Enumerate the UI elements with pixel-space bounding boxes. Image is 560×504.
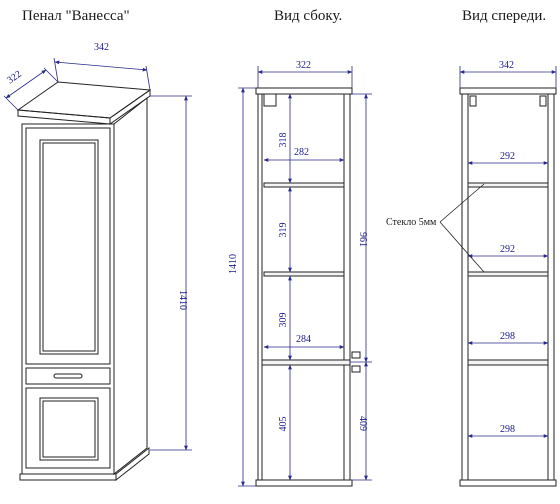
title-front-view: Вид спереди. [462, 8, 547, 24]
side-lower-label: 409 [357, 416, 368, 431]
side-width-label: 322 [296, 60, 311, 71]
side-hinge [263, 93, 277, 107]
glass-leader-2 [439, 221, 485, 273]
front-view: 342 292 292 298 298 Стекло 5мм [386, 60, 557, 487]
iso-height-label: 1410 [177, 290, 188, 310]
front-shelf-1 [467, 182, 549, 188]
lower-door-panel-inner [42, 400, 96, 458]
side-back-panel [343, 93, 351, 481]
cabinet-top [16, 81, 152, 119]
front-top [459, 87, 557, 95]
front-shelf3-label: 298 [500, 331, 515, 342]
iso-depth-ext [3, 95, 19, 111]
side-view: 322 1410 961 409 282 284 318 319 309 405 [228, 60, 372, 487]
side-sec3-label: 309 [278, 313, 289, 328]
side-partition [261, 359, 351, 366]
side-handle-top [351, 351, 361, 359]
front-shelf1-label: 292 [500, 151, 515, 162]
cabinet-base-side [115, 446, 150, 482]
front-left-wall [461, 93, 469, 481]
front-hinge-right [539, 95, 547, 107]
side-shelf-2 [263, 271, 345, 277]
side-shelf1-width-label: 282 [294, 147, 309, 158]
front-partition [467, 359, 549, 366]
side-shelf-1 [263, 182, 345, 188]
drawer-front [25, 367, 111, 385]
iso-depth-line [5, 69, 47, 99]
side-top [255, 87, 353, 95]
upper-door-glass-inner [42, 142, 96, 352]
cabinet-base [19, 473, 117, 481]
title-side-view: Вид сбоку. [274, 8, 343, 24]
lower-door-panel [39, 397, 99, 461]
side-base [255, 479, 353, 487]
iso-depth-label: 322 [5, 69, 24, 87]
cabinet-top-edge [17, 109, 111, 125]
side-sec2-label: 319 [278, 223, 289, 238]
lower-door [25, 387, 111, 469]
title-main: Пенал "Ванесса" [22, 8, 130, 24]
side-sec4-label: 405 [278, 417, 289, 432]
side-upper-label: 961 [357, 232, 368, 247]
front-shelf4-label: 298 [500, 424, 515, 435]
front-shelf2-label: 292 [500, 244, 515, 255]
side-sec1-label: 318 [278, 133, 289, 148]
drawer-handle [53, 373, 83, 379]
iso-width-label: 342 [94, 42, 109, 53]
front-width-label: 342 [499, 60, 514, 71]
side-height-label: 1410 [228, 254, 239, 274]
cabinet-top-side-edge [109, 89, 151, 125]
glass-note: Стекло 5мм [386, 217, 437, 228]
front-base [459, 479, 557, 487]
side-shelf2-width-label: 284 [296, 334, 311, 345]
iso-width-line [54, 60, 148, 72]
front-hinge-left [469, 95, 477, 107]
front-shelf-2 [467, 271, 549, 277]
cabinet-side-panel [113, 96, 148, 476]
upper-door [25, 127, 111, 365]
front-right-wall [547, 93, 555, 481]
cabinet-isometric: 342 322 1410 [3, 42, 192, 482]
side-handle-bottom [351, 365, 361, 373]
cabinet-front [21, 123, 115, 475]
upper-door-glass [39, 139, 99, 355]
glass-leader-1 [439, 183, 485, 223]
